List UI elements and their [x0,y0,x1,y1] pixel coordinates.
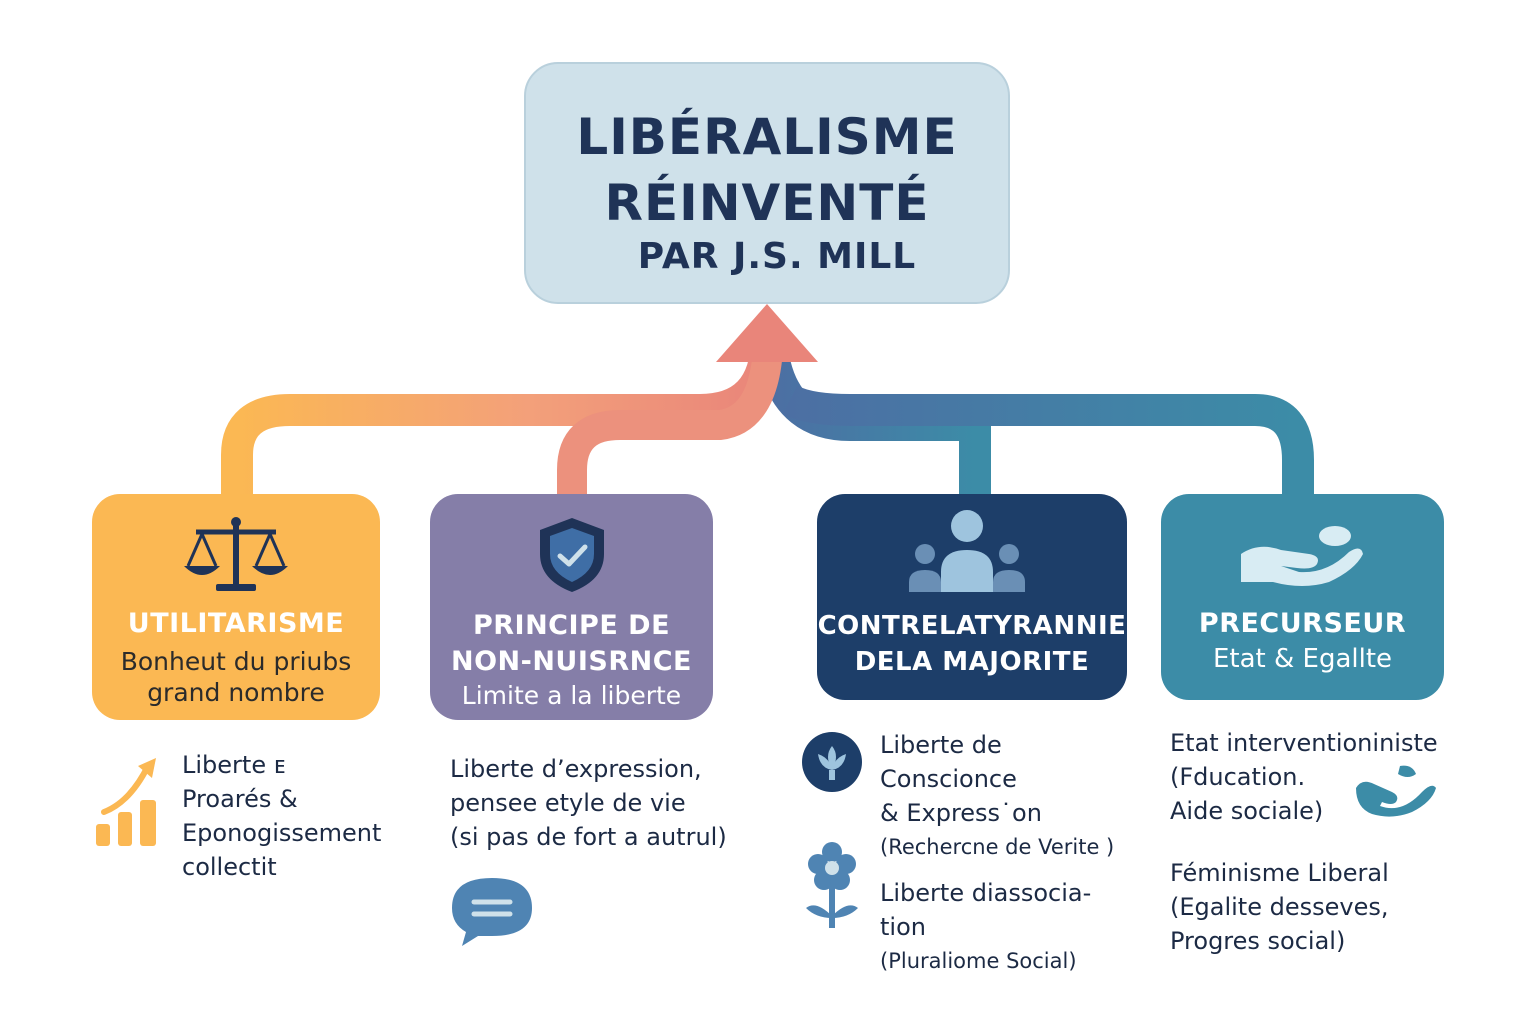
main-title-line2: RÉINVENTÉ [604,174,930,232]
detail-line: Proarés & [182,785,298,813]
details-col4b: Féminisme Liberal (Egalite desseves, Pro… [1170,856,1389,958]
card-title-line1: CONTRELATYRANNIE [817,611,1127,641]
detail-line: Liberte ᴇ [182,751,286,779]
detail-line: (Fducation. [1170,763,1306,791]
main-title-line1: LIBÉRALISME [576,108,958,166]
card-title: PRECURSEUR [1198,608,1407,639]
arrow-head [716,304,818,362]
hand-icon [1241,526,1363,586]
detail-note: (Rechercne de Verite ) [880,835,1115,859]
flower-icon [806,842,858,928]
card-title: CONTRELATYRANNIE DELA MAJORITE [817,608,1127,680]
detail-line: Liberte de [880,731,1002,759]
people-icon [909,510,1025,592]
detail-line: tion [880,913,926,941]
card-subtitle-line2: grand nombre [147,678,325,707]
connector-far-right [782,385,1314,500]
details-col2: Liberte d’expression, pensee etyle de vi… [450,752,727,854]
lotus-icon [802,732,862,792]
card-title-line2: DELA MAJORITE [854,647,1090,677]
growth-chart-icon [96,758,156,846]
main-title-box: LIBÉRALISME RÉINVENTÉ PAR J.S. MILL [524,62,1010,304]
connector-right [759,349,992,516]
card-subtitle: Etat & Egallte [1212,644,1393,674]
card-title-line1: PRINCIPE DE [472,610,671,641]
detail-line: pensee etyle de vie [450,789,686,817]
detail-line: Liberte diassocia- [880,879,1092,907]
card-subtitle-line1: Bonheut du priubs [120,647,352,676]
card-title: PRINCIPE DE NON-NUISRNCE [430,608,713,680]
card-subtitle: Limite a la liberte [461,681,682,710]
detail-line: collectit [182,853,277,881]
helping-hand-icon [1356,765,1436,817]
connector-center-left [557,357,782,500]
card-utilitarisme: UTILITARISME Bonheut du priubs grand nom… [92,494,380,720]
card-tyrannie-majorite: CONTRELATYRANNIE DELA MAJORITE [817,494,1127,700]
detail-line: (si pas de fort a autrul) [450,823,727,851]
card-precurseur: PRECURSEUR Etat & Egallte [1161,494,1444,700]
scales-icon [184,517,288,591]
details-col3b: Liberte diassocia- tion (Pluraliome Soci… [880,876,1091,978]
card-non-nuisance: PRINCIPE DE NON-NUISRNCE Limite a la lib… [430,494,713,720]
detail-line: Etat interventioniniste [1170,729,1438,757]
card-title: UTILITARISME [127,608,345,639]
detail-line: (Egalite desseves, [1170,893,1389,921]
speech-bubble-icon [452,878,532,946]
detail-line: & Express˙on [880,799,1042,827]
detail-line: Féminisme Liberal [1170,859,1389,887]
card-subtitle: Bonheut du priubs grand nombre [92,646,380,708]
detail-line: Liberte d’expression, [450,755,702,783]
details-col3a: Liberte de Conscioncе & Express˙on (Rech… [880,728,1114,864]
detail-note: (Pluraliome Social) [880,949,1077,973]
shield-check-icon [540,518,604,592]
detail-line: Aide sociale) [1170,797,1324,825]
details-col4a: Etat interventioniniste (Fducation. Aide… [1170,726,1438,828]
card-title-line2: NON-NUISRNCE [450,646,692,677]
main-title-line3: PAR J.S. MILL [637,236,917,277]
detail-line: Eponogissement [182,819,382,847]
detail-line: Conscioncе [880,765,1017,793]
details-col1: Liberte ᴇ Proarés & Eponogissement colle… [182,748,381,884]
detail-line: Progres social) [1170,927,1346,955]
